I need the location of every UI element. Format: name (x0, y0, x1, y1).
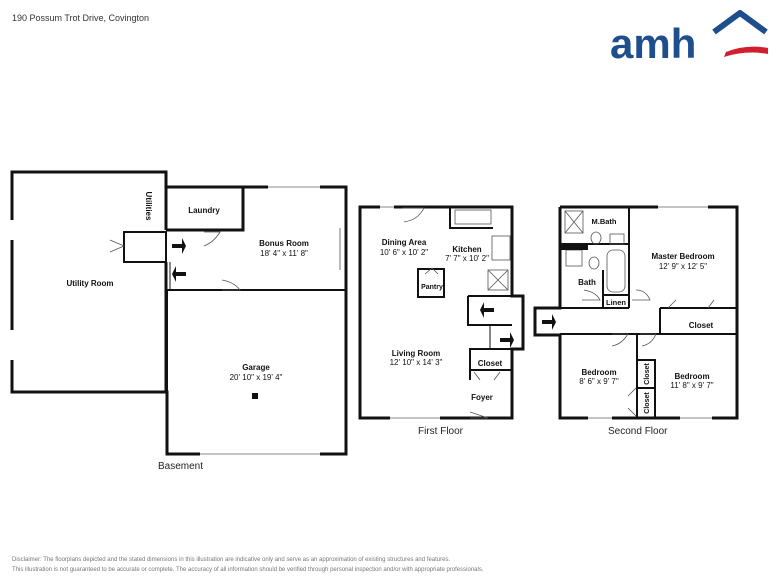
room-master-dims: 12' 9" x 12' 5" (659, 262, 707, 271)
room-kitchen: Kitchen (452, 245, 481, 254)
floor-label-second: Second Floor (608, 426, 668, 437)
room-bath: Bath (578, 278, 596, 287)
amh-logo: amh (610, 10, 768, 64)
room-bedroom-2-dims: 11' 8" x 9' 7" (670, 381, 713, 390)
logo-swoosh-icon (724, 46, 768, 57)
stair-arrow-icon (542, 314, 556, 330)
room-garage: Garage (242, 363, 270, 372)
property-address: 190 Possum Trot Drive, Covington (12, 13, 150, 23)
room-utilities: Utilities (144, 192, 153, 221)
room-living-dims: 12' 10" x 14' 3" (390, 358, 443, 367)
basement-walls (10, 170, 348, 456)
logo-text: amh (610, 20, 696, 64)
stair-arrow-icon (500, 332, 514, 348)
room-dining: Dining Area (382, 238, 427, 247)
room-master-closet: Closet (689, 321, 714, 330)
floor-label-basement: Basement (158, 461, 204, 472)
room-kitchen-dims: 7' 7" x 10' 2" (445, 254, 489, 263)
room-pantry: Pantry (421, 284, 443, 291)
room-foyer: Foyer (471, 393, 493, 402)
logo-roof-icon (712, 10, 768, 35)
floor-drain-icon (252, 393, 258, 399)
room-bedroom-1: Bedroom (581, 368, 616, 377)
floor-label-first: First Floor (418, 426, 463, 437)
stair-arrow-icon (480, 302, 494, 318)
room-linen: Linen (606, 298, 626, 307)
room-master: Master Bedroom (651, 252, 714, 261)
room-bonus: Bonus Room (259, 239, 309, 248)
room-garage-dims: 20' 10" x 19' 4" (230, 373, 283, 382)
room-bonus-dims: 18' 4" x 11' 8" (260, 249, 308, 258)
room-living: Living Room (392, 349, 440, 358)
stair-arrow-icon (172, 266, 186, 282)
room-utility: Utility Room (66, 279, 113, 288)
disclaimer-line-1: Disclaimer: The floorplans depicted and … (12, 557, 451, 563)
room-bedroom-1-dims: 8' 6" x 9' 7" (579, 377, 619, 386)
room-mbath: M.Bath (592, 217, 617, 226)
disclaimer-line-2: This illustration is not guaranteed to b… (12, 567, 484, 573)
room-first-closet: Closet (478, 359, 503, 368)
stair-arrow-icon (172, 238, 186, 254)
room-closet-b: Closet (644, 392, 651, 414)
room-closet-a: Closet (644, 363, 651, 385)
room-laundry: Laundry (188, 206, 220, 215)
room-dining-dims: 10' 6" x 10' 2" (380, 248, 428, 257)
room-bedroom-2: Bedroom (674, 372, 709, 381)
second-floor-walls (533, 205, 739, 420)
